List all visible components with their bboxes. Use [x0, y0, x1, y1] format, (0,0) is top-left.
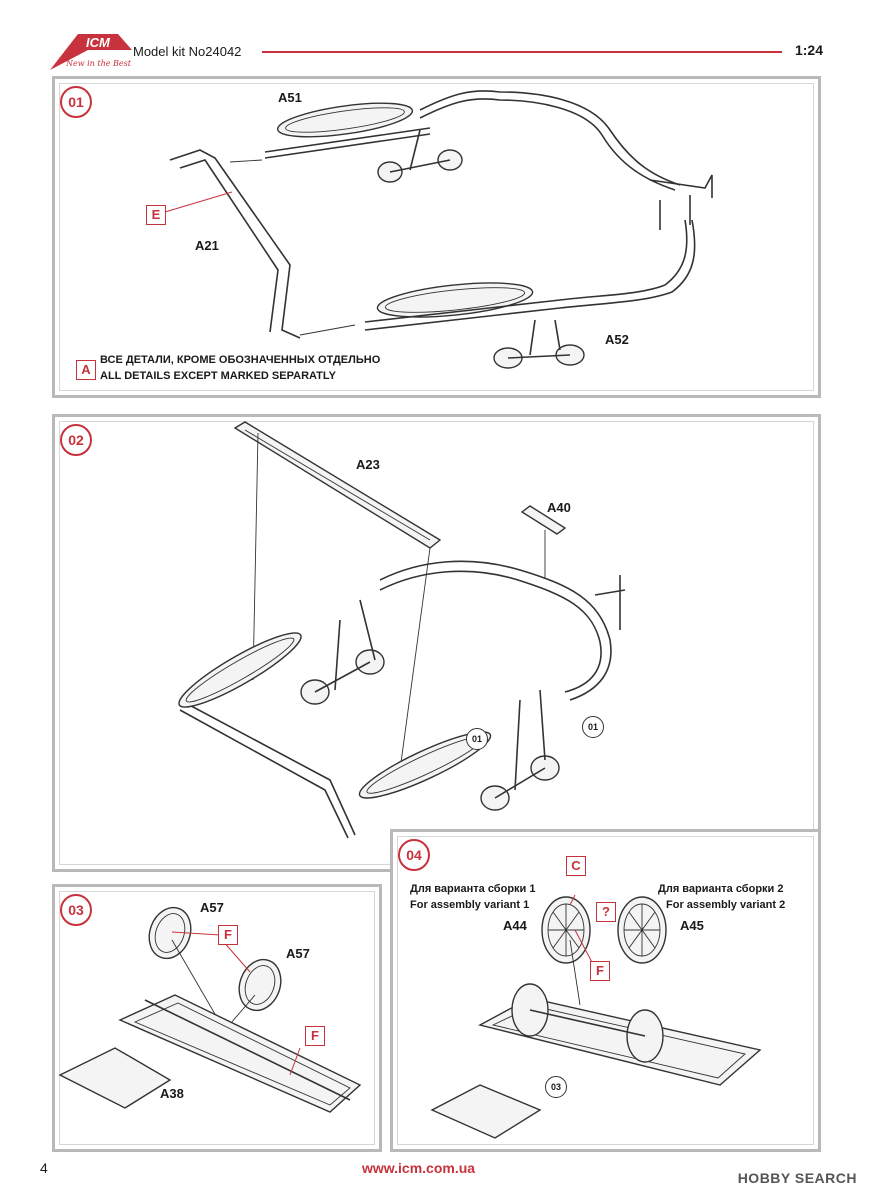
part-label-a21: A21 — [195, 238, 219, 253]
logo-slogan: New in the Best — [65, 59, 132, 68]
part-label-a40: A40 — [547, 500, 571, 515]
part-label-a38: A38 — [160, 1086, 184, 1101]
marker-f-3: F — [590, 961, 610, 981]
part-label-a45: A45 — [680, 918, 704, 933]
part-label-a51: A51 — [278, 90, 302, 105]
kit-scale: 1:24 — [794, 42, 823, 58]
marker-e: E — [146, 205, 166, 225]
step-02-number: 02 — [60, 424, 92, 456]
ref-step-01: 01 — [582, 716, 604, 738]
marker-f-1: F — [218, 925, 238, 945]
step-01-panel — [52, 76, 821, 398]
part-label-a57-top: A57 — [200, 900, 224, 915]
ref-step-03: 03 — [545, 1076, 567, 1098]
step-03-number: 03 — [60, 894, 92, 926]
part-label-a44: A44 — [503, 918, 527, 933]
watermark: HOBBY SEARCH — [737, 1170, 857, 1186]
icm-logo: ICM New in the Best — [50, 34, 132, 70]
part-label-a52: A52 — [605, 332, 629, 347]
variant-2-en: For assembly variant 2 — [666, 899, 786, 911]
step-04-number: 04 — [398, 839, 430, 871]
ref-step-01-inline: 01 — [466, 728, 488, 750]
legend-text-ru: ВСЕ ДЕТАЛИ, КРОМЕ ОБОЗНАЧЕННЫХ ОТДЕЛЬНО — [100, 354, 381, 366]
part-label-a57-right: A57 — [286, 946, 310, 961]
variant-1-en: For assembly variant 1 — [410, 899, 530, 911]
marker-f-2: F — [305, 1026, 325, 1046]
marker-c: C — [566, 856, 586, 876]
marker-question: ? — [596, 902, 616, 922]
step-01-number: 01 — [60, 86, 92, 118]
variant-2-ru: Для варианта сборки 2 — [658, 883, 784, 895]
header-rule — [262, 51, 782, 53]
step-02-panel — [52, 414, 821, 872]
kit-title: Model kit No24042 — [133, 44, 242, 59]
svg-text:ICM: ICM — [86, 35, 111, 50]
variant-1-ru: Для варианта сборки 1 — [410, 883, 536, 895]
legend-text-en: ALL DETAILS EXCEPT MARKED SEPARATLY — [100, 370, 336, 382]
part-label-a23: A23 — [356, 457, 380, 472]
legend-box-a: A — [76, 360, 96, 380]
website-link[interactable]: www.icm.com.ua — [362, 1160, 476, 1176]
page-number: 4 — [40, 1160, 48, 1176]
